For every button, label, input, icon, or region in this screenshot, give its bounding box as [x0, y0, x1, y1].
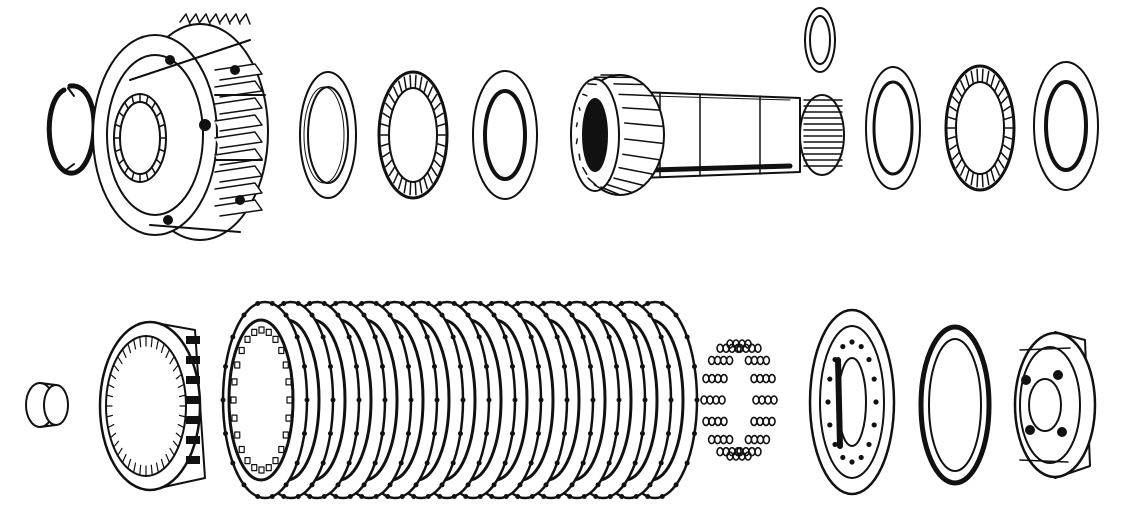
- planet-carrier: [92, 13, 269, 241]
- clutch-hub: [1013, 331, 1097, 479]
- clutch-springs: [700, 339, 778, 461]
- clutch-drum: [98, 320, 206, 492]
- thrust-washer-3: [865, 66, 921, 190]
- thrust-washer-4: [1033, 61, 1099, 191]
- snap-ring: [46, 83, 97, 176]
- needle-thrust-bearing-1: [377, 70, 449, 200]
- bushing: [25, 382, 69, 428]
- sun-gear-shaft: [570, 74, 845, 196]
- small-washer: [804, 7, 836, 73]
- seal-ring: [918, 324, 992, 486]
- clutch-plate-pack: [220, 300, 700, 500]
- needle-thrust-bearing-2: [944, 64, 1016, 192]
- thrust-washer-2: [472, 70, 538, 200]
- thrust-washer-1: [299, 71, 357, 199]
- clutch-piston: [808, 308, 896, 496]
